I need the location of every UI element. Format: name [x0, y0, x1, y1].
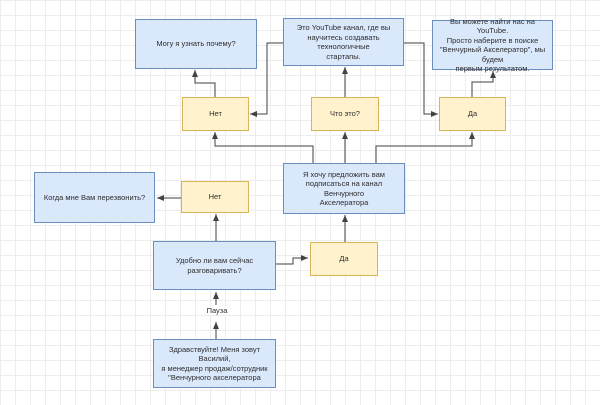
edge-no-top-to-why: [192, 70, 216, 97]
node-answer-yes-mid: Да: [310, 242, 378, 276]
node-offer-label: Я хочу предложить вам подписаться на кан…: [303, 169, 385, 208]
node-youtube-info-label: Это YouTube канал, где вы научитесь созд…: [296, 23, 391, 61]
node-find-us: Вы можете найти нас на YouTube. Просто н…: [432, 17, 553, 73]
edge-youtube-info-to-no-top: [250, 42, 283, 117]
node-answer-yes-mid-label: Да: [339, 254, 349, 264]
node-offer: Я хочу предложить вам подписаться на кан…: [283, 163, 405, 214]
node-find-us-label: Вы можете найти нас на YouTube. Просто н…: [439, 16, 546, 74]
node-answer-no-top-label: Нет: [209, 109, 222, 119]
node-callback-label: Когда мне Вам перезвонить?: [43, 192, 146, 202]
node-answer-what-label: Что это?: [330, 109, 360, 119]
node-why: Могу я узнать почему?: [135, 19, 257, 69]
edge-convenient-to-yes-mid: [276, 255, 308, 265]
node-convenient-label: Удобно ли вам сейчас разговаривать?: [175, 256, 254, 275]
node-convenient: Удобно ли вам сейчас разговаривать?: [153, 241, 276, 290]
node-greeting-label: Здравствуйте! Меня зовут Василий, я мене…: [161, 344, 268, 383]
edge-offer-to-yes-top: [375, 132, 475, 163]
node-greeting: Здравствуйте! Меня зовут Василий, я мене…: [153, 339, 276, 388]
node-why-label: Могу я узнать почему?: [156, 39, 236, 49]
edge-offer-to-no-top: [212, 132, 314, 163]
node-answer-no-mid: Нет: [181, 181, 249, 213]
node-answer-yes-top-label: Да: [467, 109, 478, 119]
node-answer-yes-top: Да: [439, 97, 506, 131]
node-youtube-info: Это YouTube канал, где вы научитесь созд…: [283, 18, 404, 66]
node-answer-what: Что это?: [311, 97, 379, 131]
node-callback: Когда мне Вам перезвонить?: [34, 172, 155, 223]
node-answer-no-mid-label: Нет: [208, 192, 222, 202]
node-answer-no-top: Нет: [182, 97, 249, 131]
edge-label-pause: Пауза: [198, 306, 236, 315]
edge-youtube-info-to-yes-top: [403, 42, 438, 117]
edge-yes-top-to-find-us: [471, 71, 496, 97]
